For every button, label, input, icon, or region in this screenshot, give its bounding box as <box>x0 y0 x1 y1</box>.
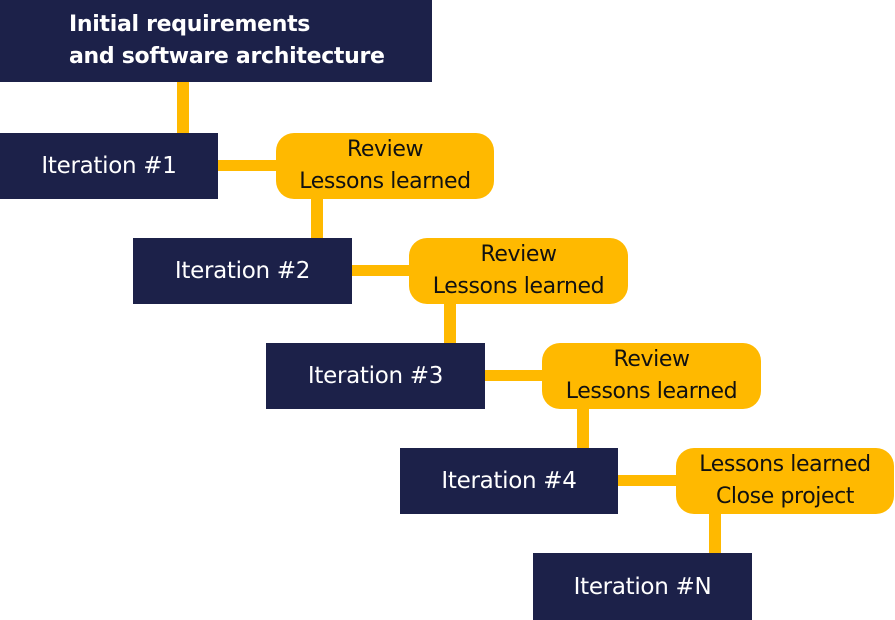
close-project-pill-line2: Close project <box>715 484 855 509</box>
iteration-3-label: Iteration #3 <box>307 363 444 389</box>
iteration-4-label: Iteration #4 <box>441 468 577 494</box>
connector-review-2-to-iteration-3 <box>444 303 456 345</box>
connector-review-3-to-iteration-4 <box>577 408 589 450</box>
initial-requirements-line1: Initial requirements <box>69 12 311 37</box>
review-pill-2-line2: Lessons learned <box>432 274 605 299</box>
review-pill-1-line1: Review <box>346 137 424 162</box>
review-pill-2: Review Lessons learned <box>409 238 628 304</box>
review-pill-1: Review Lessons learned <box>276 133 494 199</box>
iteration-2-label: Iteration #2 <box>174 258 311 284</box>
iteration-n-label: Iteration #N <box>573 573 712 600</box>
close-project-pill-line1: Lessons learned <box>699 452 871 477</box>
review-pill-3-line1: Review <box>613 347 690 372</box>
iteration-1-label: Iteration #1 <box>41 153 177 179</box>
connector-iteration-2-to-review-2 <box>352 265 414 276</box>
review-pill-3-line2: Lessons learned <box>565 379 738 404</box>
initial-requirements-line2: and software architecture <box>69 44 385 69</box>
iteration-3-box: Iteration #3 <box>266 343 485 409</box>
connector-close-to-iteration-n <box>709 513 721 555</box>
iteration-1-box: Iteration #1 <box>0 133 218 199</box>
initial-requirements-box: Initial requirements and software archit… <box>0 0 432 82</box>
iteration-2-box: Iteration #2 <box>133 238 352 304</box>
connector-iteration-3-to-review-3 <box>485 370 547 381</box>
connector-iteration-1-to-review-1 <box>218 160 280 171</box>
review-pill-3: Review Lessons learned <box>542 343 761 409</box>
connector-iteration-4-to-close <box>618 475 680 486</box>
connector-start-to-iteration-1 <box>177 82 189 134</box>
connector-review-1-to-iteration-2 <box>311 198 323 240</box>
review-pill-2-line1: Review <box>480 242 557 267</box>
iteration-n-box: Iteration #N <box>533 553 752 620</box>
iteration-4-box: Iteration #4 <box>400 448 618 514</box>
close-project-pill: Lessons learned Close project <box>676 448 894 514</box>
review-pill-1-line2: Lessons learned <box>299 169 471 194</box>
